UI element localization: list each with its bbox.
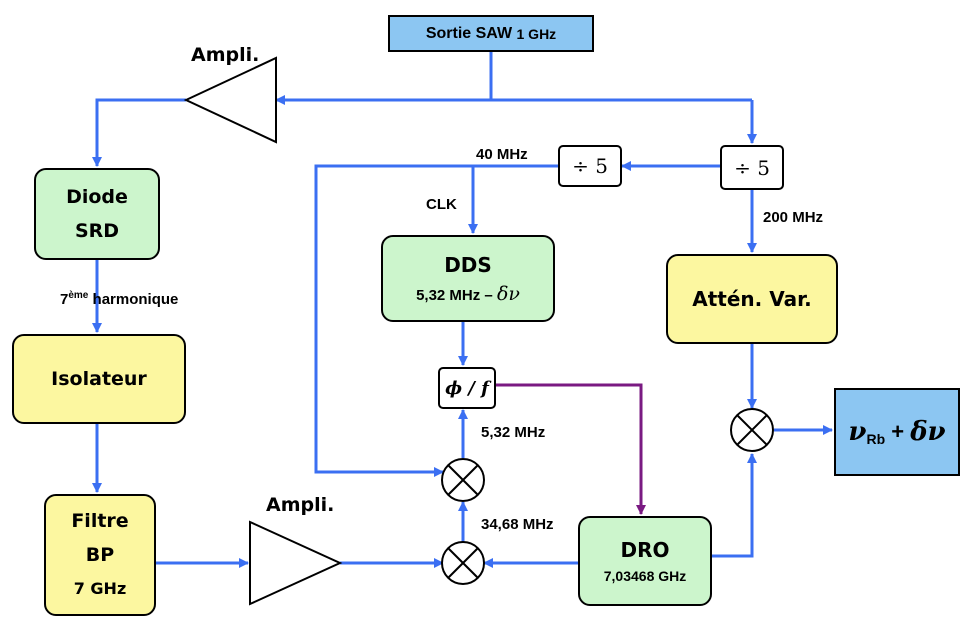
freq-40mhz-label: 40 MHz — [476, 146, 528, 163]
dro-block: DRO 7,03468 GHz — [578, 516, 712, 606]
freq-3468mhz-label: 34,68 MHz — [481, 516, 554, 533]
filter-label: Filtre — [71, 510, 129, 532]
amplifier-top-label: Ampli. — [191, 44, 260, 66]
wire-40mhz-mixer — [314, 164, 473, 477]
attenuator-label: Attén. Var. — [692, 287, 812, 311]
harmonic-number: 7 — [60, 291, 69, 308]
output-nu: ν — [848, 417, 867, 447]
mixer-right — [730, 408, 774, 452]
dds-freq: 5,32 MHz – δν — [416, 283, 520, 305]
amplifier-bottom-triangle — [249, 520, 343, 606]
wire-dro-rightmixer — [712, 453, 757, 558]
dro-freq: 7,03468 GHz — [603, 568, 687, 584]
divider-left-label: ÷ 5 — [572, 154, 608, 178]
filter-bp-label: BP — [85, 544, 115, 566]
bandpass-filter-block: Filtre BP 7 GHz — [44, 494, 156, 616]
divider-right-block: ÷ 5 — [720, 145, 784, 190]
dro-title: DRO — [620, 538, 670, 562]
wire-ampli-diode — [92, 98, 186, 167]
clk-label: CLK — [426, 196, 457, 213]
harmonic-superscript: ème — [68, 290, 89, 301]
dds-block: DDS 5,32 MHz – δν — [381, 235, 555, 322]
diode-label: Diode — [66, 186, 128, 208]
dds-delta-nu: δν — [496, 282, 520, 305]
output-delta-nu: δν — [910, 417, 946, 447]
mixer-upper — [441, 458, 485, 502]
saw-output-block: Sortie SAW 1 GHz — [388, 15, 594, 52]
diode-srd-block: Diode SRD — [34, 168, 160, 260]
freq-532mhz-label: 5,32 MHz — [481, 424, 546, 441]
amplifier-top-triangle — [183, 56, 277, 144]
divider-right-label: ÷ 5 — [734, 155, 770, 180]
output-plus: + — [885, 419, 911, 444]
phase-freq-detector-block: ϕ / f — [438, 367, 496, 409]
isolator-block: Isolateur — [12, 334, 186, 424]
wire-40mhz-dds — [468, 164, 558, 234]
dds-title: DDS — [444, 252, 492, 277]
srd-label: SRD — [74, 220, 120, 242]
mixer-lower — [441, 541, 485, 585]
amplifier-bottom-label: Ampli. — [266, 494, 335, 516]
variable-attenuator-block: Attén. Var. — [666, 254, 838, 344]
freq-200mhz-label: 200 MHz — [763, 209, 824, 226]
dds-freq-text: 5,32 MHz – — [416, 286, 493, 304]
harmonic-label: 7ème harmonique — [60, 290, 178, 308]
phase-freq-label: ϕ / f — [445, 377, 489, 399]
isolator-label: Isolateur — [51, 368, 147, 390]
divider-left-block: ÷ 5 — [558, 145, 622, 187]
saw-output-freq: 1 GHz — [516, 25, 557, 42]
saw-output-label: Sortie SAW — [425, 24, 513, 42]
wire-phase-dro — [496, 383, 646, 515]
output-rb: Rb — [866, 431, 886, 447]
filter-freq-label: 7 GHz — [73, 579, 127, 598]
harmonic-text: harmonique — [92, 291, 179, 308]
